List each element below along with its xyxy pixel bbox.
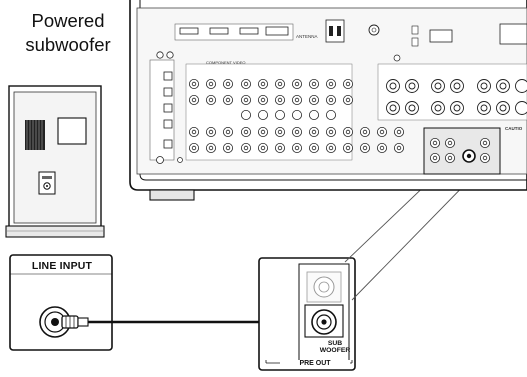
sub-woofer-label: SUB WOOFER xyxy=(318,340,352,354)
antenna-label: ANTENNA xyxy=(296,34,318,39)
pre-out-label: PRE OUT xyxy=(280,360,350,367)
powered-subwoofer xyxy=(6,86,104,237)
rca-jack-grid xyxy=(186,64,353,160)
hdmi-ports xyxy=(175,24,293,40)
av-receiver xyxy=(130,0,527,200)
component-video-label: COMPONENT VIDEO xyxy=(206,60,246,65)
receiver-pre-out-section xyxy=(424,128,500,174)
subwoofer-title-line1: Powered xyxy=(8,10,128,32)
sub-woofer-label-line2: WOOFER xyxy=(318,347,352,354)
speaker-terminals xyxy=(378,64,527,120)
subwoofer-title-line2: subwoofer xyxy=(6,34,130,56)
subwoofer-input-jack xyxy=(39,172,55,194)
subwoofer-vent xyxy=(25,120,45,150)
line-input-label: LINE INPUT xyxy=(18,260,106,272)
caution-label: CAUTIO xyxy=(505,126,522,131)
sub-woofer-label-line1: SUB xyxy=(318,340,352,347)
